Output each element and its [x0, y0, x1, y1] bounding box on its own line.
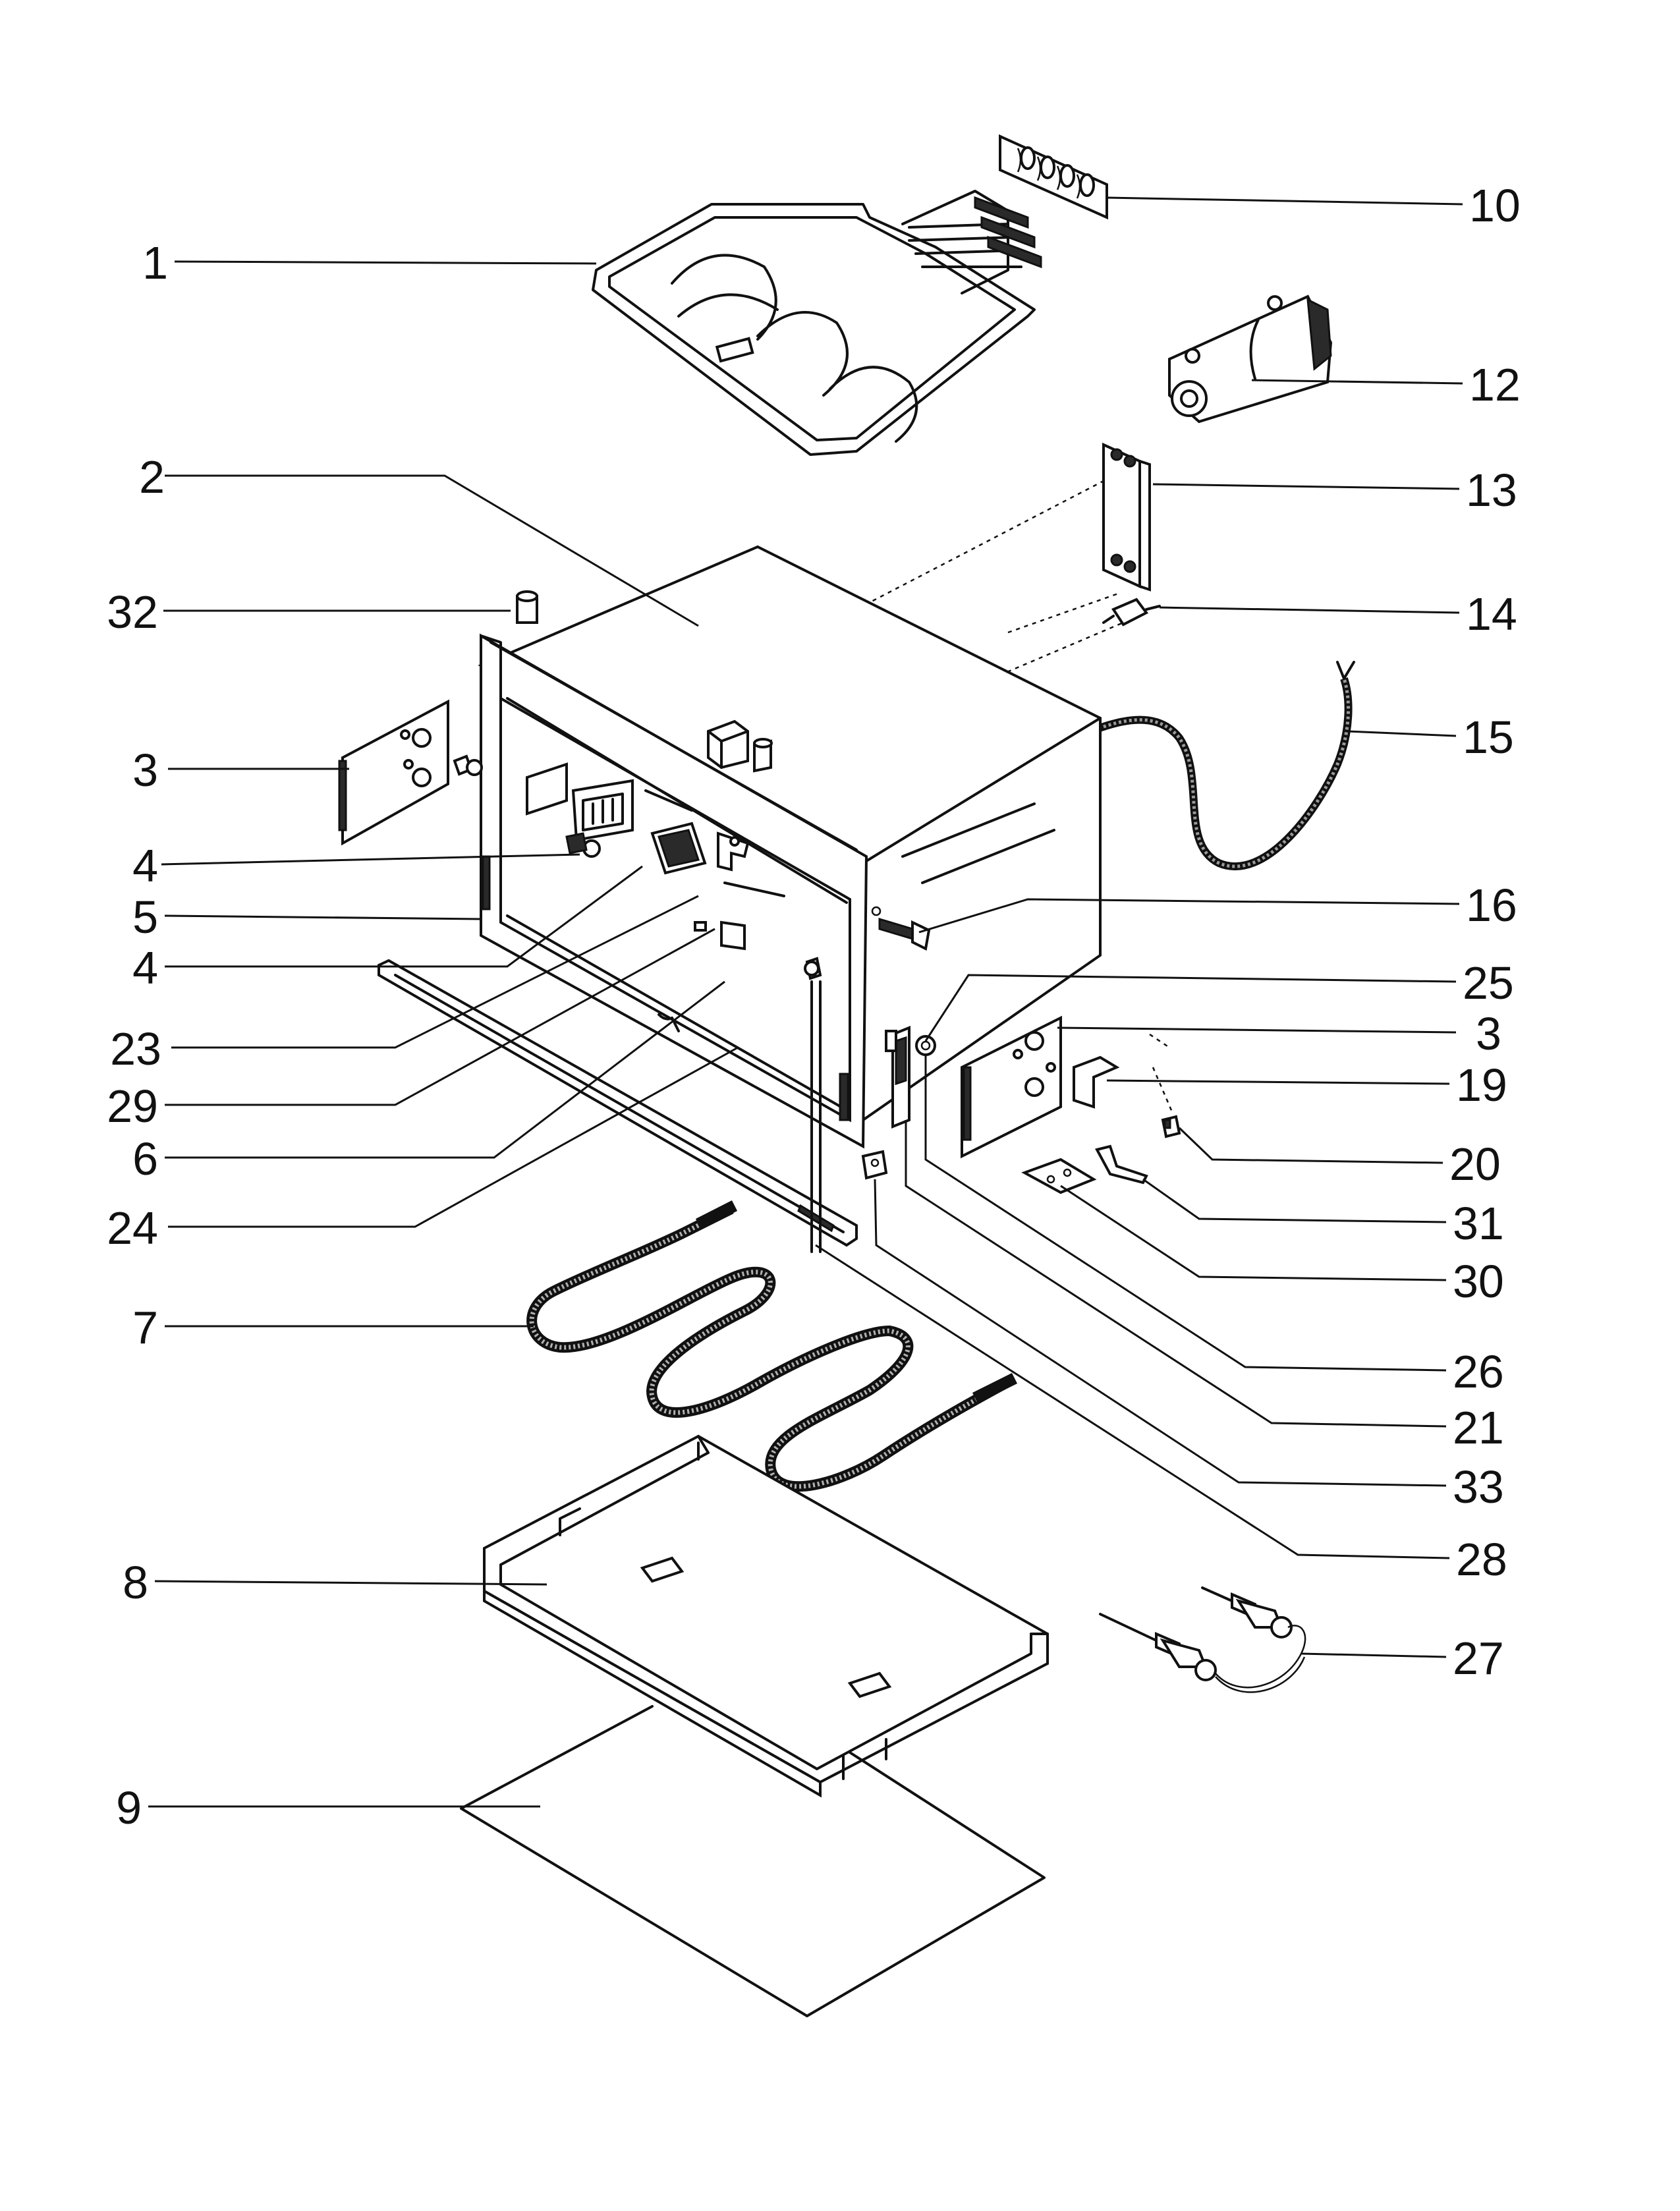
leaders-left: [148, 260, 739, 1808]
part-12-fan-motor: [1168, 294, 1333, 424]
part-31-lever: [1095, 1144, 1148, 1185]
leader-3b: [1057, 1026, 1457, 1034]
label-2: 2: [139, 451, 165, 503]
part-30-plate: [1021, 1158, 1097, 1194]
label-24: 24: [107, 1202, 158, 1254]
part-3-right-panel: [961, 1015, 1062, 1159]
part-1-grill-element: [592, 190, 1042, 456]
leader-21: [905, 1120, 1447, 1428]
label-15: 15: [1463, 712, 1514, 763]
label-12: 12: [1469, 359, 1521, 410]
leader-2: [165, 474, 699, 627]
leaders-right: [815, 196, 1463, 1658]
leader-10: [1106, 196, 1463, 206]
part-25-nut: [915, 1035, 936, 1056]
part-2-oven-cavity: [478, 545, 1102, 1123]
part-19-bracket: [1073, 1055, 1120, 1109]
label-4a: 4: [132, 840, 158, 891]
label-8: 8: [123, 1557, 148, 1608]
label-29: 29: [107, 1080, 158, 1132]
label-25: 25: [1463, 957, 1514, 1009]
label-30: 30: [1453, 1256, 1504, 1307]
part-3-left-panel: [338, 699, 483, 846]
label-26: 26: [1453, 1346, 1504, 1397]
label-6: 6: [132, 1133, 158, 1185]
part-32-standoff: [516, 590, 538, 624]
leader-12: [1251, 379, 1463, 385]
part-20-switch: [1161, 1115, 1181, 1138]
label-32: 32: [107, 586, 158, 638]
leader-28: [815, 1244, 1450, 1559]
leader-1: [174, 260, 597, 265]
label-3b: 3: [1476, 1008, 1501, 1059]
leader-27: [1301, 1652, 1447, 1658]
label-7: 7: [132, 1302, 158, 1353]
label-3a: 3: [132, 744, 158, 796]
label-4b: 4: [132, 942, 158, 994]
leader-4b: [165, 865, 643, 968]
part-28-rod: [810, 980, 822, 1253]
part-15-power-cable: [1072, 661, 1355, 871]
label-31: 31: [1453, 1198, 1504, 1249]
part-23-rail: [378, 959, 858, 1247]
label-10: 10: [1469, 180, 1521, 231]
leader-15: [1347, 730, 1457, 737]
leader-31: [1142, 1178, 1447, 1223]
leader-19: [1106, 1079, 1450, 1085]
leader-14: [1159, 606, 1460, 614]
part-9-insulation-sheet: [460, 1705, 1046, 2017]
leader-30: [1060, 1185, 1447, 1281]
leader-33: [874, 1179, 1447, 1487]
label-9: 9: [116, 1782, 142, 1833]
leader-26: [924, 1054, 1447, 1372]
leader-24: [168, 1046, 739, 1228]
label-21: 21: [1453, 1402, 1504, 1453]
label-33: 33: [1453, 1461, 1504, 1513]
leader-13: [1152, 483, 1460, 490]
leader-6: [165, 980, 725, 1159]
leader-8: [154, 1580, 547, 1586]
label-23: 23: [110, 1023, 161, 1075]
label-27: 27: [1453, 1633, 1504, 1684]
labels-right: 10 12 13 14 15 16 25 3 19 20 31 30 26 21…: [1449, 180, 1521, 1684]
label-13: 13: [1466, 464, 1517, 516]
labels-left: 1 2 32 3 4 5 4 23 29 6 24 7 8 9: [107, 237, 168, 1833]
part-21-clip: [861, 1150, 888, 1180]
part-13-bracket: [1102, 442, 1151, 592]
label-1: 1: [142, 237, 168, 289]
leader-25: [924, 974, 1457, 1042]
leader-5: [164, 914, 482, 920]
leader-20: [1178, 1127, 1443, 1164]
part-14-sensor: [1102, 598, 1161, 627]
front-frame: [480, 633, 931, 1149]
leader-29: [165, 928, 715, 1106]
label-5: 5: [132, 891, 158, 943]
leader-23: [171, 895, 699, 1049]
part-7-bottom-element: [526, 1200, 1018, 1492]
leader-16: [918, 898, 1460, 934]
part-27-meat-probe: [1099, 1586, 1306, 1693]
part-26-hinge: [885, 1026, 910, 1129]
label-16: 16: [1466, 880, 1517, 931]
label-14: 14: [1466, 588, 1517, 640]
part-10-terminal-strip: [999, 134, 1108, 220]
label-28: 28: [1456, 1534, 1507, 1585]
leader-4a: [161, 853, 580, 866]
part-8-bottom-tray: [483, 1434, 1049, 1798]
label-19: 19: [1456, 1059, 1507, 1111]
label-20: 20: [1449, 1138, 1501, 1190]
